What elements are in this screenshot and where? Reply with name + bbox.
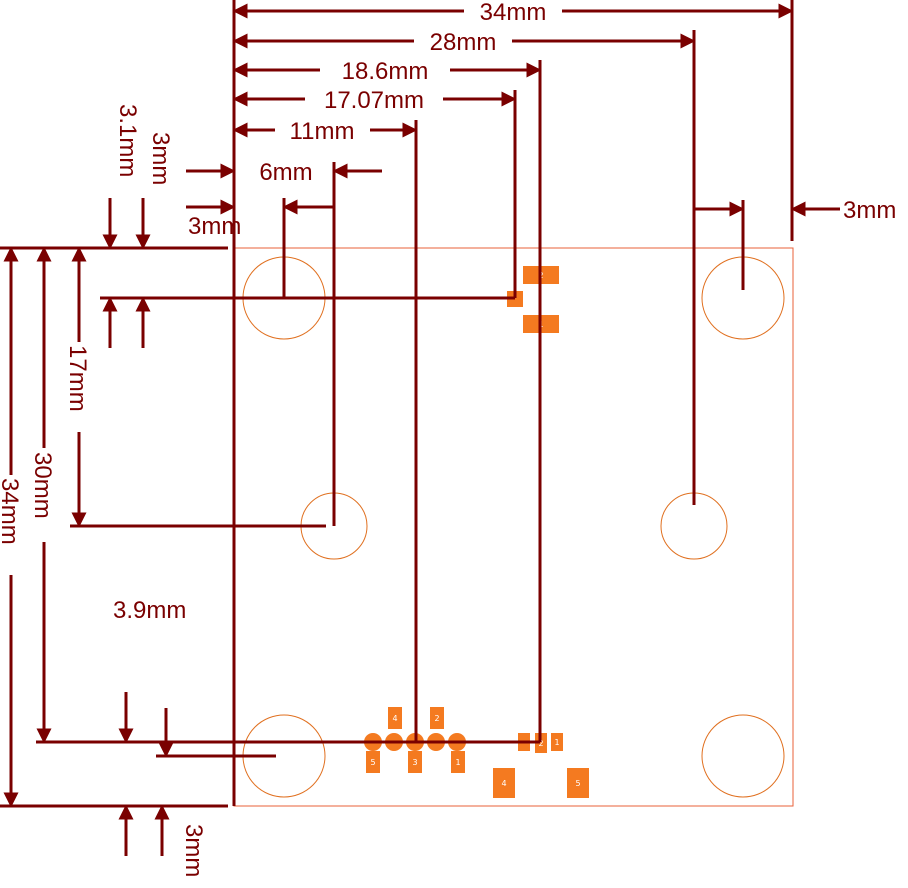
dim-top-offset-3-label: 3mm (147, 132, 174, 185)
mounting-hole-bottom-right (701, 714, 785, 798)
pad-jack-5 (567, 768, 589, 798)
pad-j1-1 (451, 751, 465, 773)
dim-hole-offset-right-label: 3mm (843, 197, 896, 224)
dim-bottom-offset-3-label: 3mm (180, 824, 207, 877)
pad-label-j1-2: 2 (434, 714, 439, 723)
pad-j1-4 (388, 707, 402, 729)
dim-hole-y-17-label: 17mm (64, 345, 91, 412)
dim-top-offset-3-1-label: 3.1mm (114, 104, 141, 177)
dim-hole-y-30-label: 30mm (29, 452, 56, 519)
pad-u1-2 (535, 733, 547, 753)
dim-conn-y-3-9-label: 3.9mm (113, 597, 186, 624)
dim-conn-x-18-6-label: 18.6mm (342, 58, 429, 85)
pad-j1-2 (430, 707, 444, 729)
dim-width-total-label: 34mm (480, 0, 547, 26)
pad-j1-3 (408, 751, 422, 773)
dim-hole-x-6-label: 6mm (259, 159, 312, 186)
dim-height-total-label: 34mm (0, 478, 23, 545)
pad-label-jack-5: 5 (575, 779, 580, 788)
dim-conn-x-11-label: 11mm (290, 118, 355, 145)
pad-label-j1-5: 5 (370, 758, 375, 767)
dim-hole-x-28-label: 28mm (430, 29, 497, 56)
pad-u1-1 (551, 733, 563, 751)
dim-part-x-17-07-label: 17.07mm (324, 87, 424, 114)
pad-label-u1-2: 2 (538, 739, 543, 748)
pad-label-j1-4: 4 (392, 714, 397, 723)
pad-label-j1-1: 1 (455, 758, 460, 767)
pad-label-jack-4: 4 (501, 779, 506, 788)
pad-j1-5 (366, 751, 380, 773)
pad-label-j1-3: 3 (412, 758, 417, 767)
pad-label-u1-1: 1 (554, 738, 559, 747)
pad-jack-4 (493, 768, 515, 798)
dim-hole-offset-left-label: 3mm (188, 213, 241, 240)
